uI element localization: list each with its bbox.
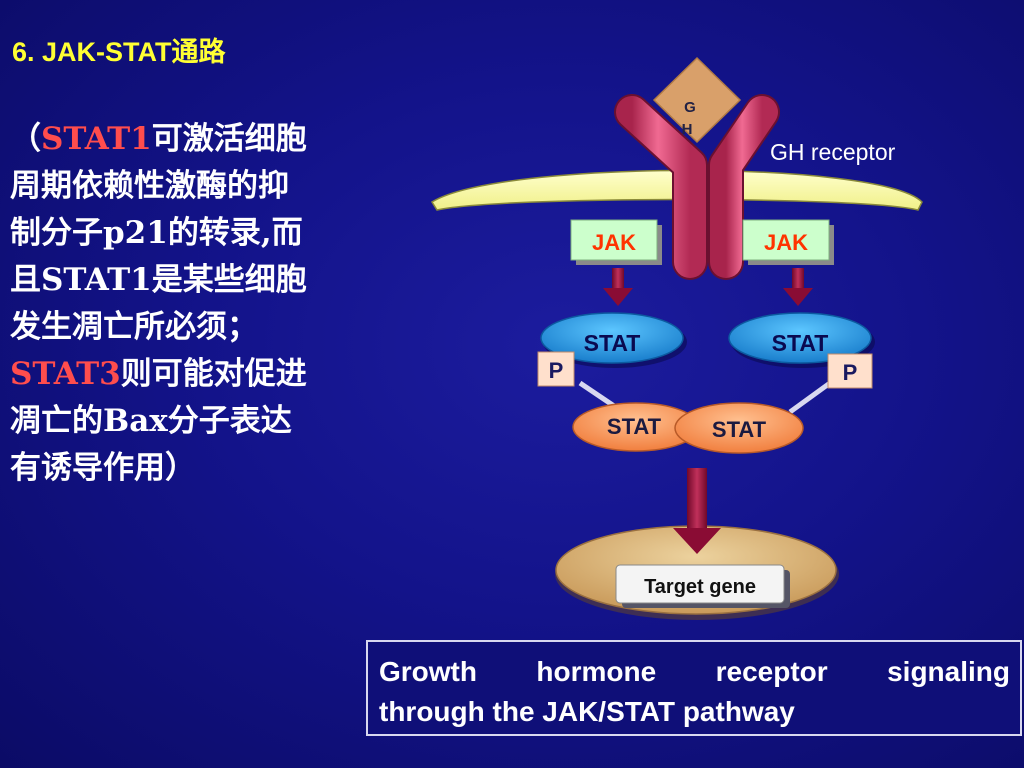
description-line-5: 发生凋亡所必须；: [10, 309, 258, 345]
description-line-6: STAT3则可能对促进: [10, 356, 307, 392]
stat-dimer-left: STAT: [572, 402, 700, 452]
phosphate-left-label: P: [549, 358, 564, 383]
stat-dimer-right-label: STAT: [712, 417, 767, 442]
caption-line-1: Growth hormone receptor signaling: [379, 656, 1010, 687]
description-line-4: 且STAT1是某些细胞: [10, 262, 307, 298]
phosphate-right-label: P: [843, 360, 858, 385]
phosphate-left: P: [537, 351, 575, 387]
description-line-1: （STAT1可激活细胞: [10, 121, 307, 157]
gh-receptor: [614, 94, 780, 280]
stat-dimer-right: STAT: [674, 402, 804, 454]
slide-title: 6. JAK-STAT通路: [12, 37, 226, 67]
stat-dimer-left-label: STAT: [607, 414, 662, 439]
target-gene-label: Target gene: [644, 576, 756, 598]
jak-left-box: JAK: [570, 219, 662, 265]
caption-line-2: through the JAK/STAT pathway: [379, 696, 795, 727]
stat-left-label: STAT: [584, 330, 641, 356]
description-line-3: 制分子p21的转录,而: [10, 215, 303, 251]
phosphate-right: P: [827, 353, 873, 389]
svg-text:H: H: [682, 121, 693, 138]
jak-left-label: JAK: [592, 230, 636, 255]
svg-text:G: G: [684, 99, 696, 116]
stat-left-ellipse: STAT: [540, 312, 687, 368]
description-line-8: 有诱导作用）: [10, 450, 196, 486]
stat3-highlight: STAT3: [10, 356, 121, 392]
description-line-2: 周期依赖性激酶的抑: [10, 168, 289, 204]
stat-to-nucleus-arrow: [673, 468, 721, 554]
target-gene-box: Target gene: [615, 564, 790, 608]
jak-to-stat-arrow-right: [783, 268, 813, 306]
stat1-highlight: STAT1: [41, 121, 152, 157]
gh-receptor-label: GH receptor: [770, 139, 896, 165]
stat-right-label: STAT: [772, 330, 829, 356]
gh-hormone: G H: [652, 56, 742, 144]
description-line-7: 凋亡的Bax分子表达: [10, 403, 292, 439]
caption-box: Growth hormone receptor signaling throug…: [366, 640, 1022, 736]
description-text: （STAT1可激活细胞 周期依赖性激酶的抑 制分子p21的转录,而 且STAT1…: [10, 116, 375, 492]
jak-right-label: JAK: [764, 230, 808, 255]
jak-to-stat-arrow-left: [603, 268, 633, 306]
jak-right-box: JAK: [742, 219, 834, 265]
